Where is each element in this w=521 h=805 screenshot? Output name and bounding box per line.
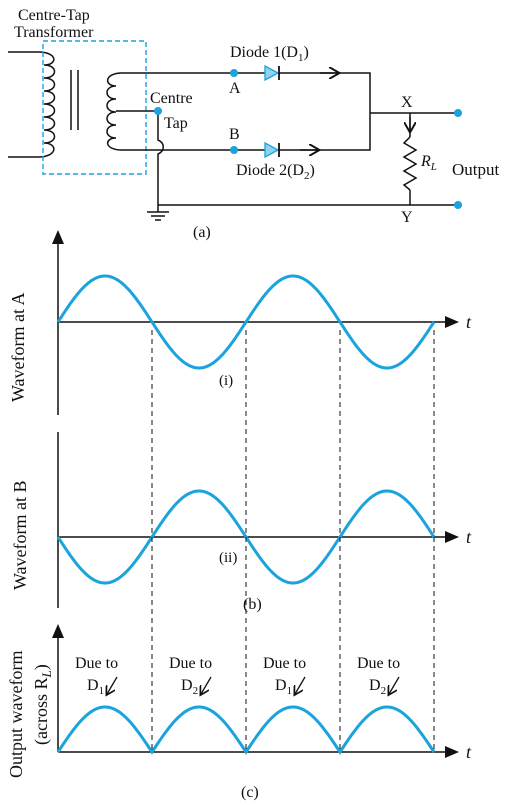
plot-a-y-arrow bbox=[52, 230, 64, 244]
plot-b-x-label: t bbox=[466, 527, 472, 547]
due-label-text: Due to bbox=[263, 655, 306, 672]
circuit-nodes bbox=[154, 69, 462, 209]
centre-tap-dot bbox=[154, 107, 162, 115]
due-label-arrow bbox=[107, 676, 118, 694]
circuit-caption: (a) bbox=[193, 224, 211, 241]
due-label-text: Due to bbox=[75, 655, 118, 672]
node-x-label: X bbox=[401, 94, 413, 111]
plot-c-wave bbox=[56, 705, 436, 755]
plot-b-x-arrow bbox=[445, 531, 459, 543]
transformer-label-2: Transformer bbox=[14, 24, 94, 41]
diode2-label: Diode 2(D2) bbox=[236, 162, 315, 182]
plot-a-y-label: Waveform at A bbox=[8, 292, 28, 402]
output-y-dot bbox=[454, 201, 462, 209]
plot-b: t (ii) (b) Waveform at B bbox=[10, 432, 472, 613]
node-b-dot bbox=[230, 146, 238, 154]
period-guides bbox=[151, 330, 435, 752]
centre-tap-label-2: Tap bbox=[164, 115, 188, 132]
node-y-label: Y bbox=[401, 209, 413, 226]
due-label-diode: D2 bbox=[181, 677, 198, 697]
wire-d2-out bbox=[279, 113, 371, 151]
load-label: RL bbox=[420, 153, 437, 173]
due-label-diode: D2 bbox=[369, 677, 386, 697]
centre-tap-wire bbox=[116, 110, 164, 205]
output-x-dot bbox=[454, 109, 462, 117]
due-labels: Due to D1 Due to D2 Due to D1 Due to D2 bbox=[75, 655, 400, 697]
plot-b-caption: (ii) bbox=[219, 550, 237, 566]
diode-1 bbox=[264, 64, 280, 82]
plot-c-y-label-2: (across RL) bbox=[31, 664, 54, 745]
due-label-arrow bbox=[201, 676, 212, 694]
transformer-label-1: Centre-Tap bbox=[18, 7, 90, 24]
centre-tap-label-1: Centre bbox=[150, 90, 193, 107]
plot-a-x-label: t bbox=[466, 312, 472, 332]
primary-coil bbox=[37, 51, 56, 158]
plot-c-caption: (c) bbox=[241, 784, 259, 801]
diode-2 bbox=[264, 141, 280, 159]
diode1-label: Diode 1(D1) bbox=[230, 44, 309, 64]
node-a-label: A bbox=[229, 80, 241, 97]
plot-a: t (i) Waveform at A bbox=[8, 230, 472, 415]
transformer-box bbox=[42, 40, 147, 175]
plot-a-caption: (i) bbox=[219, 373, 233, 389]
plot-b-group-caption: (b) bbox=[243, 596, 262, 613]
node-b-label: B bbox=[229, 126, 240, 143]
plot-c-x-arrow bbox=[445, 746, 459, 758]
plot-c-y-label-1: Output waveform bbox=[6, 651, 26, 778]
plot-a-x-arrow bbox=[445, 316, 459, 328]
plot-c-y-arrow bbox=[52, 624, 64, 638]
plot-b-y-label: Waveform at B bbox=[10, 480, 30, 590]
due-label-diode: D1 bbox=[87, 677, 104, 697]
node-a-dot bbox=[230, 69, 238, 77]
load-resistor bbox=[402, 136, 418, 191]
output-label: Output bbox=[452, 160, 500, 179]
plot-c: t (c) Output waveform (across RL) Due to… bbox=[6, 624, 472, 801]
due-label-text: Due to bbox=[357, 655, 400, 672]
due-label-arrow bbox=[295, 676, 306, 694]
secondary-coil bbox=[106, 72, 123, 151]
plot-a-wave bbox=[56, 274, 436, 370]
wire-d1-out bbox=[279, 72, 371, 113]
due-label-text: Due to bbox=[169, 655, 212, 672]
circuit-diagram bbox=[8, 40, 458, 221]
due-label-diode: D1 bbox=[275, 677, 292, 697]
due-label-arrow bbox=[389, 676, 400, 694]
plot-c-x-label: t bbox=[466, 742, 472, 762]
